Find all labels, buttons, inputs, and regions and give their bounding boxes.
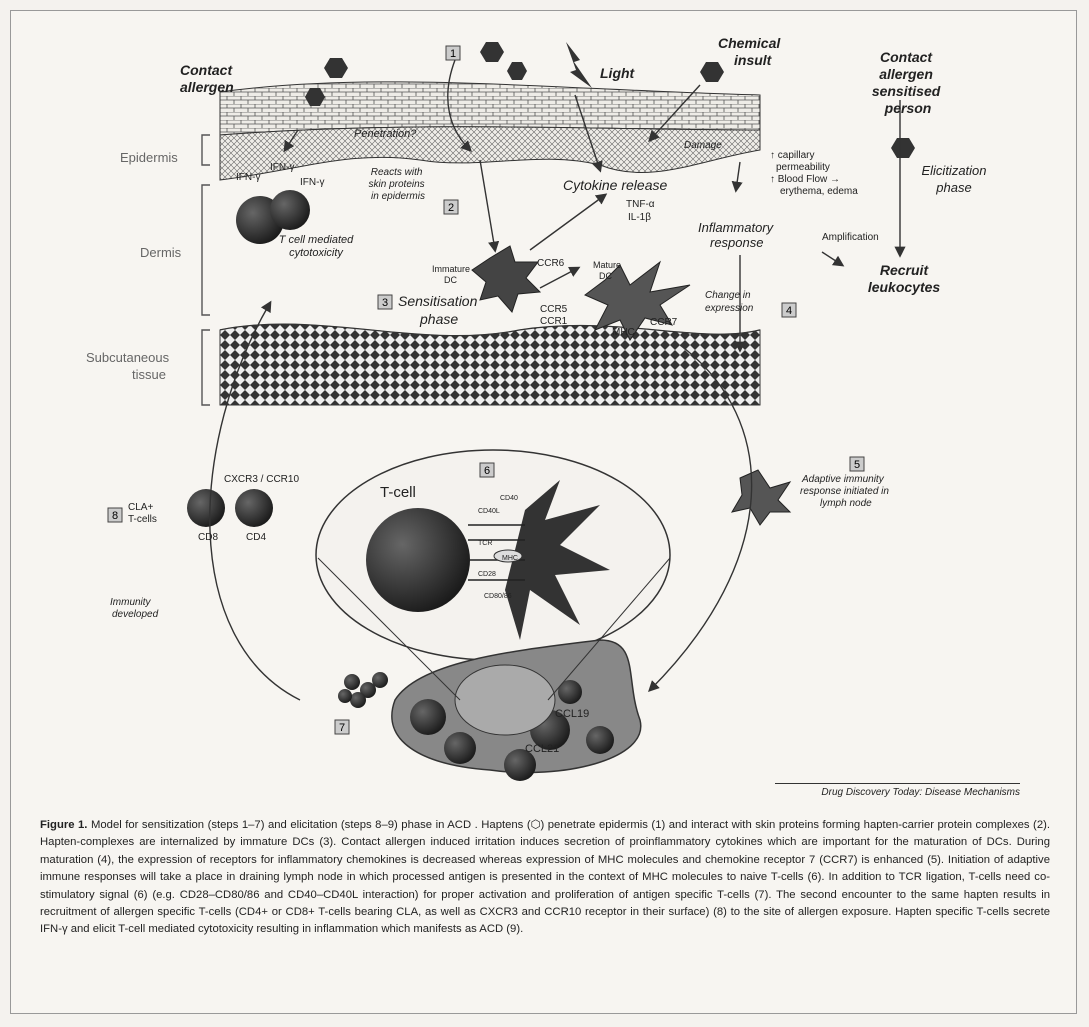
sensitised-person-label: Contact allergen sensitised person	[872, 49, 944, 116]
light-bolt-icon	[566, 42, 592, 88]
svg-text:1: 1	[450, 48, 456, 60]
t-cell	[366, 508, 470, 612]
svg-text:7: 7	[339, 722, 345, 734]
svg-text:2: 2	[448, 202, 454, 214]
lymph-node-zoom-area	[455, 665, 555, 735]
svg-text:6: 6	[484, 465, 490, 477]
source-attribution: Drug Discovery Today: Disease Mechanisms	[775, 783, 1020, 798]
ccl19-label: CCL19	[555, 708, 589, 720]
mhc-label: MHC	[612, 327, 635, 338]
light-label: Light	[600, 65, 636, 81]
subcutaneous-tissue-layer	[220, 324, 760, 405]
il1-label: IL-1β	[628, 212, 651, 223]
penetration-label: Penetration?	[354, 128, 417, 140]
reacts-label: Reacts with skin proteins in epidermis	[369, 167, 428, 202]
cytokine-release-label: Cytokine release	[563, 177, 667, 193]
capillary-label: ↑ capillary permeability ↑ Blood Flow → …	[770, 150, 858, 197]
layer-brackets	[202, 135, 210, 405]
cxcr3-label: CXCR3 / CCR10	[224, 474, 299, 485]
cla-label: CLA+T-cells	[128, 502, 157, 525]
tcr-label: TCR	[478, 540, 492, 547]
ifn-label-mid2: IFN-γ	[300, 177, 324, 188]
dermis-label: Dermis	[140, 245, 182, 260]
epidermis-label: Epidermis	[120, 150, 178, 165]
mhc-zoom-label: MHC	[502, 555, 518, 562]
adaptive-immunity-label: Adaptive immunity response initiated in …	[800, 474, 892, 509]
caption-title: Figure 1.	[40, 819, 87, 831]
proliferating-t-cells	[338, 672, 388, 708]
immature-dc	[472, 246, 540, 312]
cd8086-label: CD80/86	[484, 593, 512, 600]
ccr6-label: CCR6	[537, 258, 565, 269]
amplification-label: Amplification	[822, 232, 879, 243]
ccr7-label: CCR7	[650, 317, 678, 328]
damage-label: Damage	[684, 140, 722, 151]
cd8-cell	[187, 489, 225, 527]
figure-caption: Figure 1. Model for sensitization (steps…	[40, 817, 1050, 939]
ifn-label-mid1: IFN-γ	[270, 162, 294, 173]
epidermis-hatch-layer	[220, 127, 760, 180]
cd28-label: CD28	[478, 571, 496, 578]
cd8-label: CD8	[198, 532, 218, 543]
caption-text: Model for sensitization (steps 1–7) and …	[40, 819, 1050, 935]
ifn-label-left: IFN-γ	[236, 172, 260, 183]
svg-text:3: 3	[382, 297, 388, 309]
cd40l-label: CD40L	[478, 508, 500, 515]
cd4-cell	[235, 489, 273, 527]
svg-text:8: 8	[112, 510, 118, 522]
cd4-label: CD4	[246, 532, 266, 543]
svg-text:4: 4	[786, 305, 792, 317]
svg-text:5: 5	[854, 459, 860, 471]
tnf-label: TNF-α	[626, 199, 655, 210]
migrating-dc	[732, 470, 790, 525]
ccl21-label: CCL21	[525, 743, 559, 755]
t-cell-label: T-cell	[380, 484, 416, 501]
cd40-label: CD40	[500, 495, 518, 502]
